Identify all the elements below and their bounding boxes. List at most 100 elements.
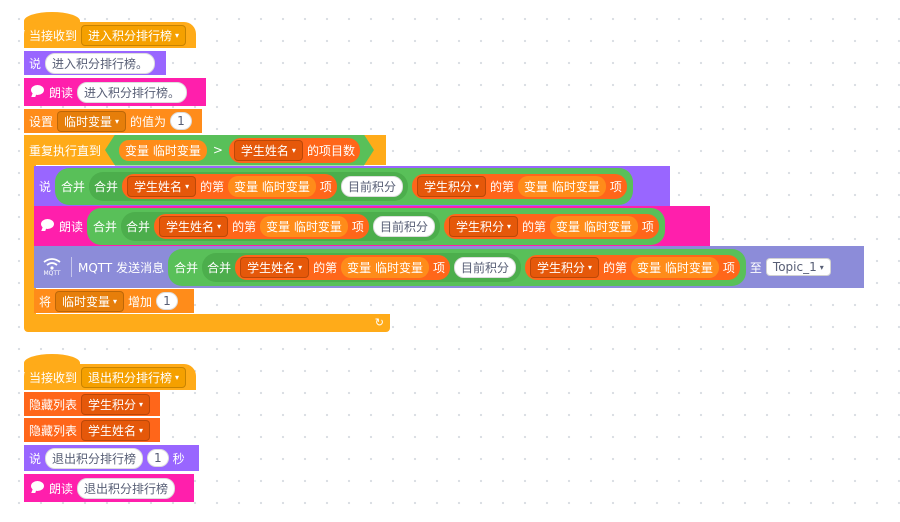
join-label: 合并 bbox=[207, 260, 232, 275]
chevron-down-icon: ▾ bbox=[185, 181, 190, 191]
message-dropdown[interactable]: 退出积分排行榜 ▾ bbox=[81, 366, 187, 388]
when-receive-block[interactable]: 当接收到 进入积分排行榜 ▾ bbox=[24, 22, 196, 48]
say-text-input[interactable]: 退出积分排行榜 bbox=[45, 447, 144, 469]
chevron-down-icon: ▾ bbox=[506, 221, 511, 231]
list-value: 学生姓名 bbox=[240, 143, 289, 158]
variable-dropdown[interactable]: 临时变量 ▾ bbox=[57, 110, 127, 132]
set-value-input[interactable]: 1 bbox=[170, 112, 192, 130]
tts-text-input[interactable]: 退出积分排行榜 bbox=[77, 477, 176, 499]
list-dropdown[interactable]: 学生积分 ▾ bbox=[81, 393, 151, 415]
say-for-secs-block[interactable]: 说 退出积分排行榜 1 秒 bbox=[24, 445, 199, 471]
tts-speak-block[interactable]: 朗读 退出积分排行榜 bbox=[24, 474, 194, 502]
change-value-input[interactable]: 1 bbox=[156, 292, 178, 310]
join-outer[interactable]: 合并 合并 学生姓名▾ 的第 变量 临时变量 项 目前积分 学生积分▾ 的第 变… bbox=[87, 207, 665, 245]
repeat-bottom: ↻ bbox=[24, 314, 390, 332]
secs-label: 秒 bbox=[172, 451, 185, 466]
secs-input[interactable]: 1 bbox=[147, 449, 169, 467]
tts-label: 朗读 bbox=[59, 219, 84, 234]
variable-value: 临时变量 bbox=[62, 294, 111, 309]
list-dropdown[interactable]: 学生姓名▾ bbox=[159, 215, 229, 237]
list-value: 学生积分 bbox=[423, 179, 472, 194]
variable-reporter[interactable]: 变量 临时变量 bbox=[260, 215, 348, 237]
item-of-list-reporter[interactable]: 学生积分▾ 的第 变量 临时变量 项 bbox=[443, 213, 659, 239]
chevron-down-icon: ▾ bbox=[113, 296, 118, 306]
variable-value: 临时变量 bbox=[64, 114, 113, 129]
item-label: 项 bbox=[319, 179, 332, 194]
when-receive-block[interactable]: 当接收到 退出积分排行榜 ▾ bbox=[24, 364, 196, 390]
list-dropdown[interactable]: 学生姓名 ▾ bbox=[234, 140, 303, 161]
speech-bubble-icon bbox=[29, 84, 45, 100]
join-inner[interactable]: 合并 学生姓名▾ 的第 变量 临时变量 项 目前积分 bbox=[202, 252, 522, 282]
say-block[interactable]: 说 进入积分排行榜。 bbox=[24, 51, 166, 75]
item-of-list-reporter[interactable]: 学生积分▾ 的第 变量 临时变量 项 bbox=[411, 173, 627, 199]
join-text-input[interactable]: 目前积分 bbox=[340, 175, 403, 197]
item-of-list-reporter[interactable]: 学生姓名▾ 的第 变量 临时变量 项 bbox=[235, 254, 450, 280]
chevron-down-icon: ▾ bbox=[474, 181, 479, 191]
variable-reporter[interactable]: 变量 临时变量 bbox=[631, 256, 719, 278]
list-dropdown[interactable]: 学生积分▾ bbox=[530, 256, 600, 278]
list-value: 学生姓名 bbox=[247, 260, 296, 275]
set-mid-label: 的值为 bbox=[130, 114, 167, 129]
chevron-down-icon: ▾ bbox=[217, 221, 222, 231]
say-join-block[interactable]: 说 合并 合并 学生姓名▾ 的第 变量 临时变量 项 目前积分 学生积分▾ 的第… bbox=[34, 166, 670, 206]
item-of-list-reporter[interactable]: 学生姓名▾ 的第 变量 临时变量 项 bbox=[122, 173, 337, 199]
set-variable-block[interactable]: 设置 临时变量 ▾ 的值为 1 bbox=[24, 109, 202, 133]
separator bbox=[71, 257, 72, 277]
of-label: 的第 bbox=[200, 179, 225, 194]
say-label: 说 bbox=[29, 451, 42, 466]
repeat-until-block[interactable]: 重复执行直到 变量 临时变量 > 学生姓名 ▾ 的项目数 bbox=[24, 135, 386, 165]
list-dropdown[interactable]: 学生积分▾ bbox=[416, 175, 486, 197]
chevron-down-icon: ▾ bbox=[291, 145, 296, 155]
item-label: 项 bbox=[609, 179, 622, 194]
list-dropdown[interactable]: 学生姓名▾ bbox=[127, 175, 197, 197]
list-value: 学生姓名 bbox=[166, 219, 215, 234]
list-value: 学生姓名 bbox=[134, 179, 183, 194]
mqtt-send-block[interactable]: MQTT MQTT 发送消息 合并 合并 学生姓名▾ 的第 变量 临时变量 项 … bbox=[34, 246, 864, 288]
hide-list-block[interactable]: 隐藏列表 学生姓名 ▾ bbox=[24, 418, 160, 442]
item-of-list-reporter[interactable]: 学生积分▾ 的第 变量 临时变量 项 bbox=[525, 254, 740, 280]
when-receive-label: 当接收到 bbox=[29, 28, 78, 43]
list-value: 学生积分 bbox=[455, 219, 504, 234]
repeat-arm bbox=[24, 165, 36, 315]
tts-text-input[interactable]: 进入积分排行榜。 bbox=[77, 81, 188, 103]
variable-reporter[interactable]: 变量 临时变量 bbox=[518, 175, 606, 197]
topic-value: Topic_1 bbox=[772, 260, 817, 274]
variable-reporter[interactable]: 变量 临时变量 bbox=[550, 215, 638, 237]
of-label: 的第 bbox=[489, 179, 514, 194]
say-text-input[interactable]: 进入积分排行榜。 bbox=[45, 52, 156, 74]
variable-reporter[interactable]: 变量 临时变量 bbox=[341, 256, 429, 278]
variable-reporter[interactable]: 变量 临时变量 bbox=[119, 140, 207, 161]
when-receive-label: 当接收到 bbox=[29, 370, 78, 385]
topic-dropdown[interactable]: Topic_1 ▾ bbox=[765, 258, 831, 276]
hide-list-block[interactable]: 隐藏列表 学生积分 ▾ bbox=[24, 392, 160, 416]
message-dropdown[interactable]: 进入积分排行榜 ▾ bbox=[81, 24, 187, 46]
chevron-down-icon: ▾ bbox=[175, 372, 180, 382]
item-label: 项 bbox=[351, 219, 364, 234]
join-text-input[interactable]: 目前积分 bbox=[454, 256, 517, 278]
list-dropdown[interactable]: 学生姓名 ▾ bbox=[81, 419, 151, 441]
tts-speak-block[interactable]: 朗读 进入积分排行榜。 bbox=[24, 78, 206, 106]
item-of-list-reporter[interactable]: 学生姓名▾ 的第 变量 临时变量 项 bbox=[154, 213, 369, 239]
speech-bubble-icon bbox=[29, 480, 45, 496]
join-inner[interactable]: 合并 学生姓名▾ 的第 变量 临时变量 项 目前积分 bbox=[121, 211, 440, 241]
list-length-reporter[interactable]: 学生姓名 ▾ 的项目数 bbox=[229, 138, 360, 163]
variable-reporter[interactable]: 变量 临时变量 bbox=[228, 175, 316, 197]
change-variable-block[interactable]: 将 临时变量 ▾ 增加 1 bbox=[34, 289, 194, 313]
message-value: 进入积分排行榜 bbox=[88, 28, 173, 43]
join-outer[interactable]: 合并 合并 学生姓名▾ 的第 变量 临时变量 项 目前积分 学生积分▾ 的第 变… bbox=[168, 248, 746, 286]
variable-dropdown[interactable]: 临时变量 ▾ bbox=[55, 290, 125, 312]
list-value: 学生积分 bbox=[537, 260, 586, 275]
of-label: 的第 bbox=[603, 260, 628, 275]
tts-join-block[interactable]: 朗读 合并 合并 学生姓名▾ 的第 变量 临时变量 项 目前积分 学生积分▾ 的… bbox=[34, 206, 710, 246]
item-label: 项 bbox=[641, 219, 654, 234]
tts-label: 朗读 bbox=[49, 481, 74, 496]
join-inner[interactable]: 合并 学生姓名▾ 的第 变量 临时变量 项 目前积分 bbox=[89, 171, 408, 201]
join-text-input[interactable]: 目前积分 bbox=[372, 215, 435, 237]
join-outer[interactable]: 合并 合并 学生姓名▾ 的第 变量 临时变量 项 目前积分 学生积分▾ 的第 变… bbox=[55, 167, 633, 205]
chevron-down-icon: ▾ bbox=[115, 116, 120, 126]
list-dropdown[interactable]: 学生姓名▾ bbox=[240, 256, 310, 278]
greater-than-condition[interactable]: 变量 临时变量 > 学生姓名 ▾ 的项目数 bbox=[105, 135, 374, 166]
chevron-down-icon: ▾ bbox=[175, 30, 180, 40]
list-dropdown[interactable]: 学生积分▾ bbox=[448, 215, 518, 237]
join-label: 合并 bbox=[174, 260, 199, 275]
